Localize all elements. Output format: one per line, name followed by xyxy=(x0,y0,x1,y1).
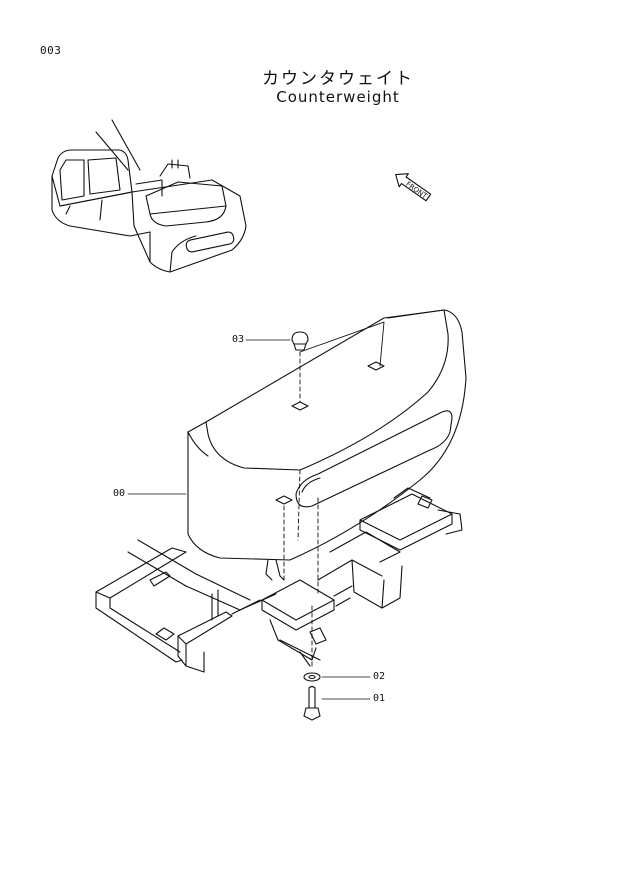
assembly-guide-lines xyxy=(283,351,319,669)
front-label: FRONT xyxy=(404,180,429,201)
bolt-part-01 xyxy=(303,685,321,721)
callout-02: 02 xyxy=(373,671,386,682)
callout-leaders xyxy=(127,339,371,700)
title-japanese: カウンタウェイト xyxy=(262,69,414,89)
assembly-solid-lines xyxy=(299,321,385,367)
frame-structure xyxy=(95,487,463,673)
counterweight-body xyxy=(187,309,467,561)
page-number: 003 xyxy=(40,44,62,57)
callout-00: 00 xyxy=(113,488,126,499)
washer-part-02 xyxy=(303,672,321,682)
cap-part-03 xyxy=(291,331,309,351)
callout-03: 03 xyxy=(232,334,245,345)
front-direction-arrow: FRONT xyxy=(395,173,432,202)
excavator-overview-illustration xyxy=(51,119,247,273)
title-english: Counterweight xyxy=(276,88,400,106)
callout-01: 01 xyxy=(373,693,386,704)
